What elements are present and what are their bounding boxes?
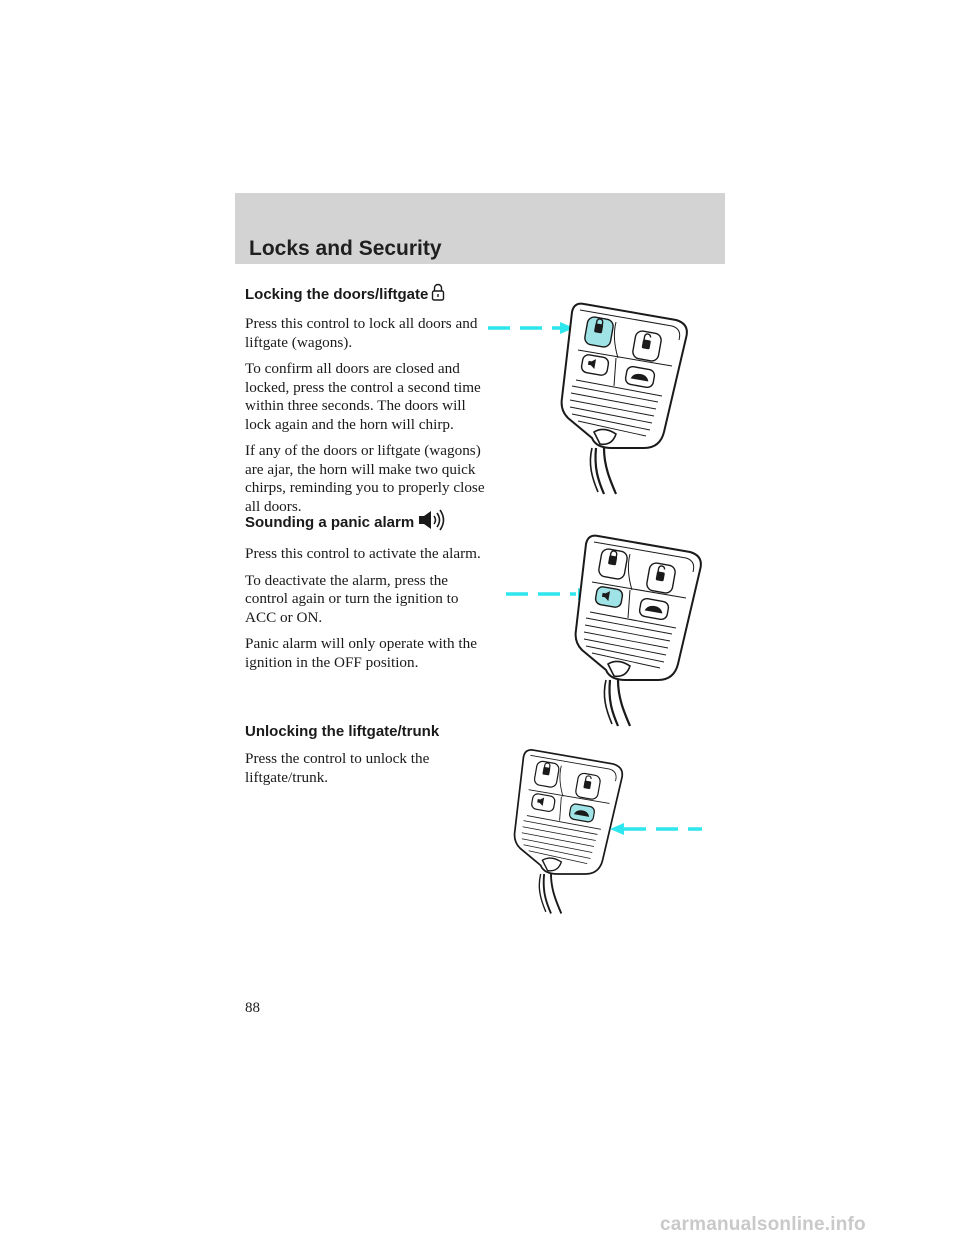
paragraph: Press this control to activate the alarm…	[245, 545, 481, 562]
section-panic-alarm: Sounding a panic alarm Press this contro…	[245, 509, 485, 680]
section-locking: Locking the doors/liftgate Press this co…	[245, 283, 485, 524]
paragraph: Panic alarm will only operate with the i…	[245, 635, 477, 671]
page-title: Locks and Security	[249, 236, 442, 260]
panic-button	[531, 793, 556, 812]
section-heading: Unlocking the liftgate/trunk	[245, 723, 440, 740]
section-heading: Locking the doors/liftgate	[245, 283, 485, 306]
paragraph: If any of the doors or liftgate (wagons)…	[245, 442, 485, 515]
keyfob-trunk-illustration	[513, 748, 702, 915]
paragraph: To confirm all doors are closed and lock…	[245, 360, 481, 433]
page-number: 88	[245, 1000, 260, 1016]
keyfob-panic-illustration	[506, 534, 702, 728]
section-heading-text: Sounding a panic alarm	[245, 513, 415, 531]
section-unlock-trunk: Unlocking the liftgate/trunk Press the c…	[245, 723, 485, 795]
pointer-arrow	[610, 823, 624, 835]
paragraph: To deactivate the alarm, press the contr…	[245, 571, 459, 626]
horn-icon	[417, 509, 447, 536]
section-heading-text: Locking the doors/liftgate	[245, 285, 429, 303]
keyfob-lock-illustration	[488, 302, 688, 496]
watermark: carmanualsonline.info	[660, 1214, 866, 1235]
header-band: Locks and Security	[235, 193, 725, 264]
lock-icon	[431, 283, 445, 306]
section-heading: Sounding a panic alarm	[245, 509, 485, 536]
pointer-arrow	[560, 322, 574, 334]
paragraph: Press this control to lock all doors and…	[245, 315, 478, 351]
paragraph: Press the control to unlock the liftgate…	[245, 750, 430, 786]
